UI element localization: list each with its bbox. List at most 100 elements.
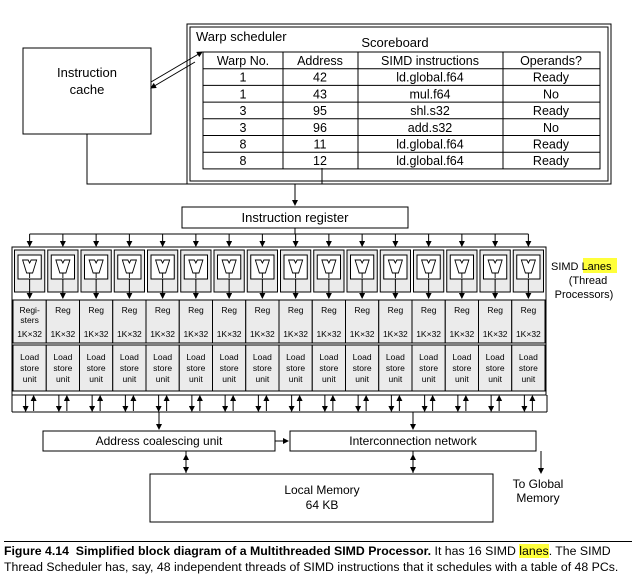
alu-icon [188, 259, 204, 274]
load-store-label: Load [452, 352, 471, 362]
register-label: sters [20, 315, 38, 325]
register-size: 1K×32 [250, 329, 275, 339]
figure-caption: Figure 4.14 Simplified block diagram of … [4, 541, 632, 575]
load-store-unit [245, 344, 280, 392]
load-store-label: Load [353, 352, 372, 362]
table-cell: No [543, 121, 559, 135]
address-coalescing-label: Address coalescing unit [96, 434, 223, 448]
load-store-label: store [353, 363, 372, 373]
register-file [145, 299, 180, 344]
interconnection-label: Interconnection network [349, 434, 477, 448]
alu-icon [221, 259, 237, 274]
register-size: 1K×32 [416, 329, 441, 339]
table-cell: No [543, 87, 559, 101]
load-store-unit [178, 344, 213, 392]
simd-lane-array: Regi-sters1K×32LoadstoreunitReg1K×32Load… [11, 228, 548, 444]
load-store-label: unit [422, 374, 436, 384]
table-header-cell: Warp No. [217, 54, 269, 68]
instruction-register-label: Instruction register [242, 210, 350, 225]
load-store-label: unit [488, 374, 502, 384]
alu-icon [55, 259, 71, 274]
register-file [311, 299, 346, 344]
load-store-label: Load [386, 352, 405, 362]
table-header-cell: Operands? [520, 54, 582, 68]
load-store-unit [212, 344, 247, 392]
register-label: Reg [122, 305, 138, 315]
register-label: Reg [421, 305, 437, 315]
cache-scheduler-links [86, 51, 323, 206]
register-file [278, 299, 313, 344]
simd-lanes-label: SIMD Lanes (Thread Processors) [551, 258, 617, 301]
table-cell: ld.global.f64 [396, 71, 463, 85]
register-size: 1K×32 [350, 329, 375, 339]
register-size: 1K×32 [283, 329, 308, 339]
load-store-unit [112, 344, 147, 392]
alu-icon [321, 259, 337, 274]
register-size: 1K×32 [150, 329, 175, 339]
global-memory-line-1: To Global [513, 477, 564, 491]
load-store-label: store [20, 363, 39, 373]
caption-highlight: lanes [519, 544, 549, 558]
instruction-register: Instruction register [181, 206, 409, 229]
table-cell: 8 [240, 138, 247, 152]
table-cell: Ready [533, 138, 570, 152]
load-store-label: store [319, 363, 338, 373]
table-cell: 11 [314, 138, 327, 152]
load-store-label: store [120, 363, 139, 373]
load-store-unit [345, 344, 380, 392]
load-store-unit [378, 344, 413, 392]
register-label: Reg [188, 305, 204, 315]
table-header-cell: Address [297, 54, 343, 68]
register-file [478, 299, 513, 344]
load-store-label: store [220, 363, 239, 373]
load-store-label: store [286, 363, 305, 373]
table-cell: ld.global.f64 [396, 154, 463, 168]
lane-array-frame [11, 246, 547, 396]
load-store-label: store [253, 363, 272, 373]
interconnection-network: Interconnection network [289, 430, 537, 452]
load-store-label: store [452, 363, 471, 373]
register-label: Reg [454, 305, 470, 315]
load-store-label: store [87, 363, 106, 373]
load-store-label: unit [322, 374, 336, 384]
simd-lanes-sub-1: (Thread [569, 275, 608, 287]
register-label: Reg [88, 305, 104, 315]
table-cell: ld.global.f64 [396, 138, 463, 152]
alu-icon [288, 259, 304, 274]
scoreboard-table: Warp No. Address SIMD instructions Operands… [202, 51, 601, 170]
load-store-label: Load [319, 352, 338, 362]
register-label: Reg [354, 305, 370, 315]
register-size: 1K×32 [449, 329, 474, 339]
load-store-label: store [386, 363, 405, 373]
simd-lanes-title: SIMD Lanes [551, 261, 612, 273]
load-store-label: unit [123, 374, 137, 384]
alu-icon [354, 259, 370, 274]
load-store-label: store [153, 363, 172, 373]
register-file [45, 299, 80, 344]
register-size: 1K×32 [483, 329, 508, 339]
instruction-cache: Instruction cache [22, 47, 152, 135]
caption-title: Simplified block diagram of a Multithrea… [75, 544, 432, 558]
register-size: 1K×32 [84, 329, 109, 339]
load-store-label: Load [220, 352, 239, 362]
caption-label: Figure 4.14 [4, 544, 69, 558]
register-size: 1K×32 [17, 329, 42, 339]
load-store-label: unit [56, 374, 70, 384]
load-store-label: store [186, 363, 205, 373]
load-store-label: store [53, 363, 72, 373]
table-cell: Ready [533, 71, 570, 85]
global-memory-line-2: Memory [516, 491, 559, 505]
register-label: Reg [155, 305, 171, 315]
table-header-cell: SIMD instructions [381, 54, 479, 68]
alu-icon [254, 259, 270, 274]
register-label: Reg [521, 305, 537, 315]
instruction-cache-label-2: cache [70, 82, 105, 97]
register-size: 1K×32 [383, 329, 408, 339]
load-store-label: unit [289, 374, 303, 384]
